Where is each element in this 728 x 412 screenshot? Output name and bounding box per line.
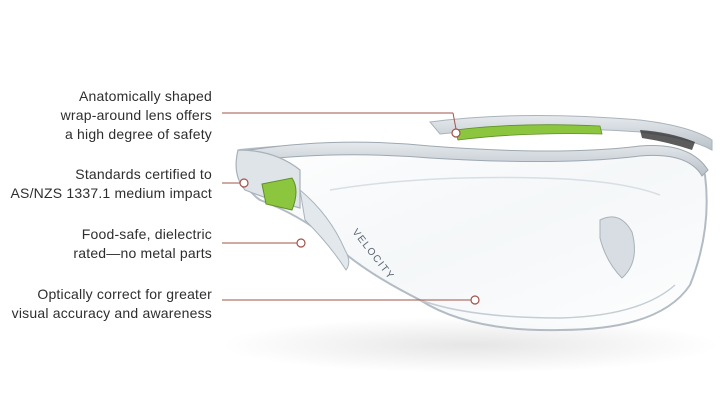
marker-standards [239,178,249,188]
callout-line: visual accuracy and awareness [11,305,212,321]
callout-line: wrap-around lens offers [60,107,212,123]
callout-line: Standards certified to [75,166,212,182]
callout-standards-certified: Standards certified to AS/NZS 1337.1 med… [11,165,212,203]
far-temple-green-grip [454,124,603,141]
callout-line: Anatomically shaped [79,88,212,104]
near-temple-stem [299,188,350,271]
callout-wrap-around-lens: Anatomically shaped wrap-around lens off… [61,87,212,144]
marker-optics [470,295,480,305]
callout-line: a high degree of safety [64,126,212,142]
leader-drop-lens [452,112,457,130]
callout-markers [239,128,480,305]
callout-line: Food-safe, dielectric [81,226,212,242]
brow-frame [237,141,709,177]
callout-food-safe: Food-safe, dielectric rated—no metal par… [73,225,212,263]
near-temple-green-insert [261,177,297,211]
far-temple-dark-tip [640,130,695,150]
lens-edge [419,284,676,319]
nose-pad [599,216,635,279]
callout-line: Optically correct for greater [37,286,212,302]
marker-lens [451,128,461,138]
callout-optically-correct: Optically correct for greater visual acc… [12,285,212,323]
glasses-shadow [220,317,720,373]
callout-line: rated—no metal parts [73,245,212,261]
marker-food-safe [296,238,306,248]
lens-highlight [329,176,661,196]
callout-line: AS/NZS 1337.1 medium impact [10,185,212,201]
